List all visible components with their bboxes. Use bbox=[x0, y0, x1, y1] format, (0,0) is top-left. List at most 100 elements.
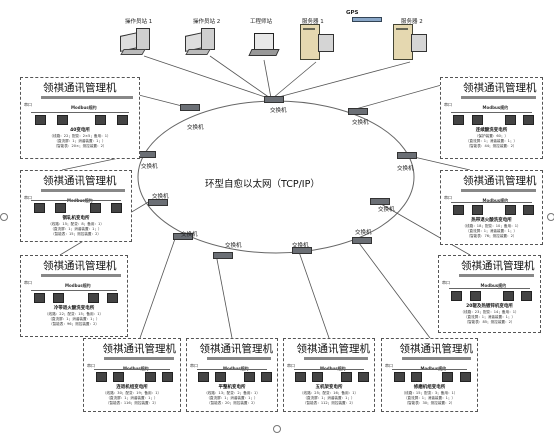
device-bus-line bbox=[294, 369, 364, 370]
workstation-label-eng: 工程师站 bbox=[250, 19, 273, 25]
desktop-pc-icon[interactable] bbox=[120, 28, 152, 55]
meter-device-icon bbox=[95, 115, 106, 125]
modbus-protocol-label: Modbus规约 bbox=[320, 366, 346, 371]
comm-manager-label: 领祺通讯管理机 bbox=[463, 82, 537, 94]
serial-port-label: 串口 bbox=[444, 195, 452, 200]
device-bus-line bbox=[451, 112, 532, 113]
resize-handle-left[interactable] bbox=[0, 213, 8, 221]
comm-manager-label: 领祺通讯管理机 bbox=[296, 343, 370, 355]
network-switch-icon[interactable] bbox=[292, 247, 312, 254]
substation-stats-line: （线路：22；配变：2×5；备用：1） bbox=[49, 134, 111, 138]
substation-name: 连续酸洗变电所 bbox=[475, 128, 508, 133]
network-switch-icon[interactable] bbox=[173, 233, 193, 240]
substation-stats-line: （智能表：96；测控装置：2） bbox=[49, 322, 99, 326]
meter-device-icon bbox=[111, 203, 122, 213]
manager-device-rack bbox=[41, 96, 133, 99]
server-icon[interactable] bbox=[393, 24, 427, 62]
serial-port-label: 串口 bbox=[24, 102, 32, 107]
substation-stats-line: （智能表：20；测控装置：2） bbox=[207, 401, 257, 405]
workstation-label-srv2: 服务器 2 bbox=[401, 19, 423, 25]
comm-manager-label: 领祺通讯管理机 bbox=[463, 175, 537, 187]
meter-device-icon bbox=[244, 372, 255, 382]
substation-stats-line: （线路：23；配变：14；备用：1） bbox=[460, 310, 519, 314]
substation-stats-line: （智能表：20×；测控装置：2） bbox=[53, 144, 107, 148]
substation-name: 连退机组变电所 bbox=[116, 385, 148, 390]
substation-stats-line: （智能表：44；测控装置：2） bbox=[466, 144, 517, 148]
substation-stats-line: （保护装置：60；） bbox=[474, 134, 509, 138]
switch-label: 交换机 bbox=[187, 125, 204, 131]
meter-device-icon bbox=[442, 372, 453, 382]
meter-device-icon bbox=[451, 291, 462, 301]
manager-device-rack bbox=[41, 189, 125, 192]
network-switch-icon[interactable] bbox=[397, 152, 417, 159]
modbus-protocol-label: Modbus规约 bbox=[223, 366, 249, 371]
modbus-protocol-label: Modbus规约 bbox=[480, 283, 507, 288]
modbus-protocol-label: Modbus规约 bbox=[482, 105, 509, 110]
manager-device-rack bbox=[41, 274, 121, 277]
network-switch-icon[interactable] bbox=[264, 96, 284, 103]
meter-device-icon bbox=[411, 372, 422, 382]
network-switch-icon[interactable] bbox=[370, 198, 390, 205]
switch-label: 交换机 bbox=[141, 164, 158, 170]
device-bus-line bbox=[451, 202, 532, 203]
substation-stats-line: （直流屏：1；消谐装置：1；） bbox=[50, 227, 102, 231]
resize-handle-right[interactable] bbox=[547, 213, 554, 221]
server-icon[interactable] bbox=[300, 24, 334, 62]
network-switch-icon[interactable] bbox=[352, 237, 372, 244]
substation-stats-line: （线路：30；配变：19；备用：1） bbox=[102, 391, 162, 395]
serial-port-label: 串口 bbox=[24, 280, 32, 285]
device-bus-line bbox=[94, 369, 170, 370]
comm-manager-label: 领祺通讯管理机 bbox=[43, 260, 117, 272]
meter-device-icon bbox=[53, 293, 64, 303]
meter-device-icon bbox=[505, 115, 516, 125]
network-switch-icon[interactable] bbox=[213, 252, 233, 259]
network-link bbox=[143, 55, 269, 99]
network-link bbox=[215, 253, 233, 339]
meter-device-icon bbox=[35, 115, 46, 125]
network-switch-icon[interactable] bbox=[348, 108, 368, 115]
switch-label: 交换机 bbox=[378, 207, 395, 213]
manager-device-rack bbox=[304, 357, 368, 360]
substation-panel-s7[interactable]: 领祺通讯管理机串口Modbus规约修磨机组变电所（线路：15；配变：3；备用：1… bbox=[381, 338, 478, 412]
substation-panel-s10[interactable]: 领祺通讯管理机串口 Modbus规约连续酸洗变电所（保护装置：60；）（直流屏：1… bbox=[440, 77, 543, 159]
meter-device-icon bbox=[472, 115, 483, 125]
comm-manager-label: 领祺通讯管理机 bbox=[102, 343, 176, 355]
substation-panel-s2[interactable]: 领祺通讯管理机串口Modbus规约钢轧机变电所（线路：15；配变：8；备用：1）… bbox=[20, 170, 132, 242]
gps-antenna-icon bbox=[352, 17, 382, 22]
network-link bbox=[355, 238, 431, 339]
meter-device-icon bbox=[453, 205, 464, 215]
meter-device-icon bbox=[523, 115, 534, 125]
network-switch-icon[interactable] bbox=[148, 199, 168, 206]
desktop-pc-icon[interactable] bbox=[185, 28, 217, 55]
meter-device-icon bbox=[523, 205, 534, 215]
switch-label: 交换机 bbox=[181, 232, 198, 238]
substation-panel-s4[interactable]: 领祺通讯管理机串口Modbus规约连退机组变电所（线路：30；配变：19；备用：… bbox=[83, 338, 181, 412]
switch-label: 交换机 bbox=[225, 243, 242, 249]
substation-stats-line: （直流屏：1；消谐装置：1；） bbox=[465, 139, 518, 143]
meter-device-icon bbox=[117, 115, 128, 125]
substation-name: 40变电所 bbox=[70, 128, 90, 133]
meter-device-icon bbox=[145, 372, 156, 382]
comm-manager-label: 领祺通讯管理机 bbox=[461, 260, 535, 272]
meter-device-icon bbox=[453, 115, 464, 125]
workstation-label-srv1: 服务器 1 bbox=[302, 19, 324, 25]
serial-port-label: 串口 bbox=[444, 102, 452, 107]
laptop-icon[interactable] bbox=[248, 33, 280, 57]
substation-name: 热带退火酸洗变电所 bbox=[471, 218, 512, 223]
modbus-protocol-label: Modbus规约 bbox=[482, 198, 509, 203]
gps-label: GPS bbox=[346, 10, 359, 16]
substation-panel-s5[interactable]: 领祺通讯管理机串口Modbus规约平整机变电所（线路：13；配变：2；备用：1）… bbox=[186, 338, 278, 412]
substation-panel-s6[interactable]: 领祺通讯管理机串口Modbus规约五机架变电所（线路：25；配变：16；备用：1… bbox=[283, 338, 375, 412]
substation-stats-line: （线路：15；配变：8；备用：1） bbox=[48, 222, 104, 226]
meter-device-icon bbox=[460, 372, 471, 382]
network-switch-icon[interactable] bbox=[180, 104, 200, 111]
manager-device-rack bbox=[104, 357, 174, 360]
meter-device-icon bbox=[162, 372, 173, 382]
meter-device-icon bbox=[113, 372, 124, 382]
meter-device-icon bbox=[34, 203, 45, 213]
